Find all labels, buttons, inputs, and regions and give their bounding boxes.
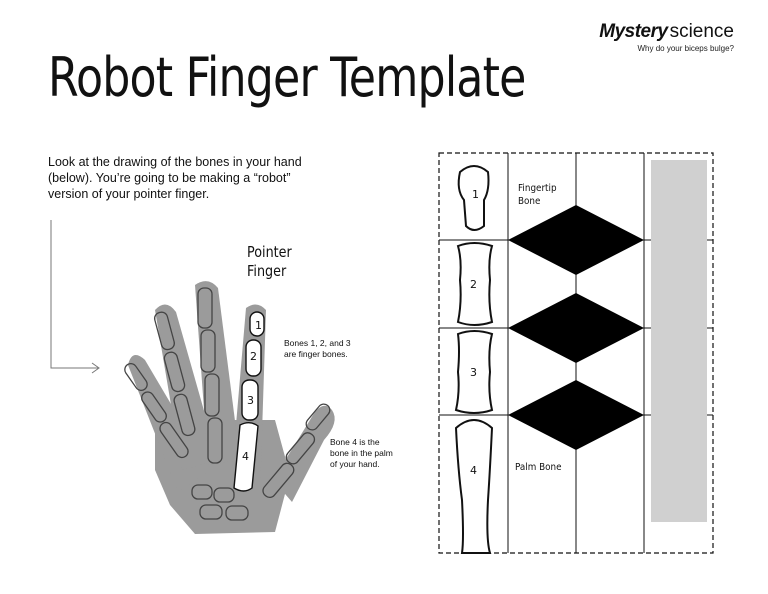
diamond-2 xyxy=(508,293,644,363)
diamond-3 xyxy=(508,380,644,450)
diamond-1 xyxy=(508,205,644,275)
hand-bone-number-3: 3 xyxy=(247,394,254,407)
fingertip-bone-label: Fingertip Bone xyxy=(518,182,571,208)
hand-bone-number-2: 2 xyxy=(250,350,257,363)
lesson-tagline: Why do your biceps bulge? xyxy=(637,44,735,53)
page-title: Robot Finger Template xyxy=(48,46,526,109)
palm-bone-label: Palm Bone xyxy=(515,462,562,473)
pointer-finger-bones xyxy=(233,311,265,492)
logo-bold-text: Mystery xyxy=(599,21,668,42)
pointer-label-line-1: Pointer xyxy=(247,243,292,261)
fingertip-label-line-2: Bone xyxy=(518,196,541,207)
finger-bones-note: Bones 1, 2, and 3 are finger bones. xyxy=(284,338,351,359)
hand-bone-number-1: 1 xyxy=(255,319,262,332)
gray-strip xyxy=(651,160,707,522)
intro-text: Look at the drawing of the bones in your… xyxy=(48,155,302,201)
template-bone-4 xyxy=(454,419,494,554)
template-bone-1 xyxy=(457,165,490,231)
hand-bone-number-4: 4 xyxy=(242,450,249,463)
pointer-arrow-icon xyxy=(50,220,100,374)
template-bone-number-2: 2 xyxy=(470,278,477,291)
robot-finger-cutout-template: 1 2 3 4 xyxy=(438,152,714,554)
template-bone-number-3: 3 xyxy=(470,366,477,379)
template-bone-3 xyxy=(454,330,494,414)
fingertip-label-line-1: Fingertip xyxy=(518,183,557,194)
pointer-finger-label: Pointer Finger xyxy=(247,243,292,281)
template-bone-2 xyxy=(456,242,494,326)
template-bone-number-4: 4 xyxy=(470,464,477,477)
logo-light-text: science xyxy=(669,21,734,42)
pointer-label-line-2: Finger xyxy=(247,262,287,280)
hand-bones-illustration: 1 2 3 4 xyxy=(124,281,335,534)
palm-bone-note: Bone 4 is the bone in the palm of your h… xyxy=(330,437,393,469)
hand-silhouette xyxy=(128,281,335,534)
template-bone-number-1: 1 xyxy=(472,188,479,201)
